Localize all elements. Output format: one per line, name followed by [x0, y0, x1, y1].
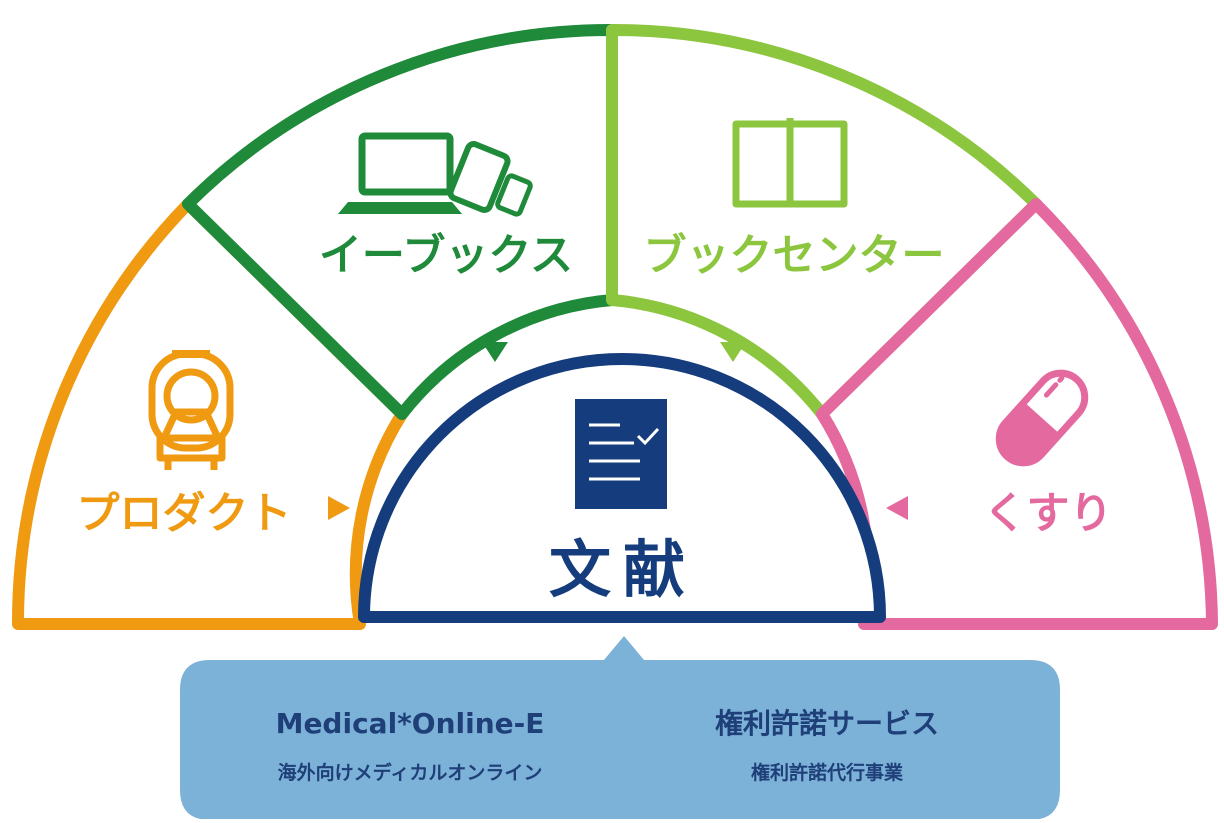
- services-callout: Medical*Online-E 海外向けメディカルオンライン 権利許諾サービス…: [180, 636, 1060, 820]
- bookcenter-pointer: [720, 342, 746, 362]
- service-title: 権利許諾サービス: [715, 707, 939, 740]
- service-medical-online-e[interactable]: Medical*Online-E 海外向けメディカルオンライン: [276, 707, 545, 784]
- product-pointer: [328, 496, 350, 520]
- capsule-icon: [995, 369, 1089, 467]
- center-segment[interactable]: 文献: [358, 353, 886, 623]
- kusuri-label: くすり: [984, 489, 1113, 539]
- service-rights-licensing[interactable]: 権利許諾サービス 権利許諾代行事業: [715, 707, 939, 784]
- service-subtitle: 権利許諾代行事業: [751, 761, 904, 784]
- kusuri-pointer: [886, 496, 908, 520]
- service-title: Medical*Online-E: [276, 707, 545, 740]
- open-book-icon: [732, 118, 848, 208]
- product-label: プロダクト: [77, 489, 292, 539]
- bookcenter-label: ブックセンター: [644, 231, 945, 281]
- document-check-icon: [575, 399, 667, 509]
- ebooks-label: イーブックス: [319, 231, 573, 281]
- ebooks-pointer: [482, 342, 508, 362]
- center-label: 文献: [549, 533, 697, 606]
- bookcenter-segment[interactable]: ブックセンター: [606, 23, 1042, 420]
- mri-scanner-icon: [148, 350, 234, 470]
- ebooks-segment[interactable]: イーブックス: [182, 23, 618, 420]
- devices-icon: [338, 132, 533, 217]
- product-segment[interactable]: プロダクト: [11, 198, 408, 630]
- kusuri-segment[interactable]: くすり: [816, 198, 1218, 630]
- service-subtitle: 海外向けメディカルオンライン: [278, 761, 543, 784]
